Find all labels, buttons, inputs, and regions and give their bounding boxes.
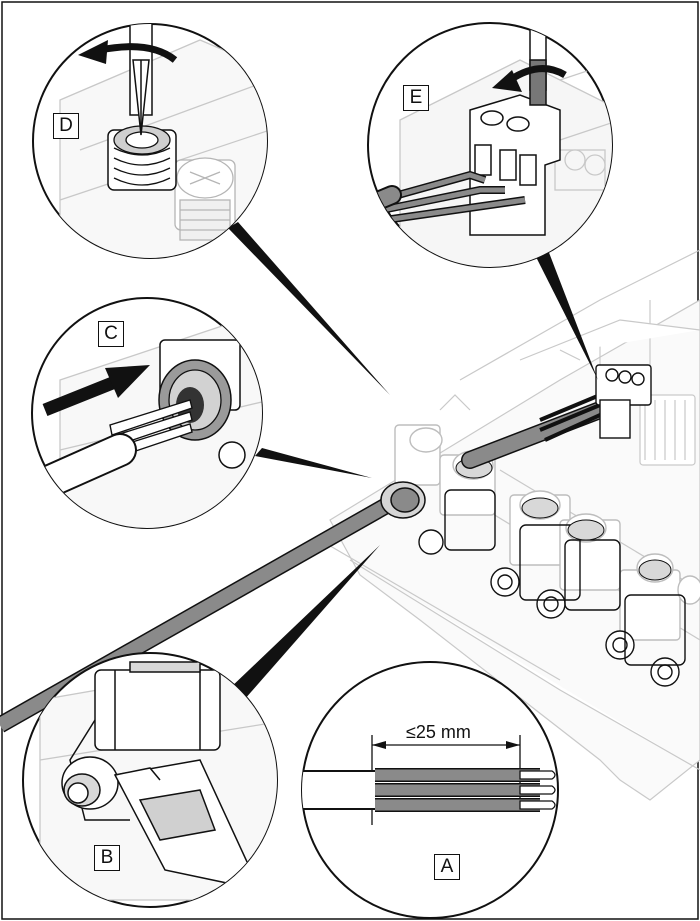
label-e: E (403, 85, 429, 111)
label-a: A (434, 854, 460, 880)
callout-a (301, 661, 559, 919)
main-gland-seal (380, 481, 426, 519)
terminal-plug-main (595, 364, 652, 439)
push-arrow-c (42, 373, 123, 417)
label-b: B (94, 845, 120, 871)
callout-b (22, 652, 278, 908)
strip-length-dimension: ≤25 mm (406, 722, 471, 742)
label-d: D (53, 113, 79, 139)
gland-nuts (418, 489, 686, 687)
callout-d (32, 23, 268, 259)
label-c: C (98, 321, 124, 347)
rotate-arrow-d (99, 43, 178, 63)
callout-pointers (228, 222, 598, 700)
callout-e (367, 22, 613, 268)
callout-c (31, 297, 263, 529)
